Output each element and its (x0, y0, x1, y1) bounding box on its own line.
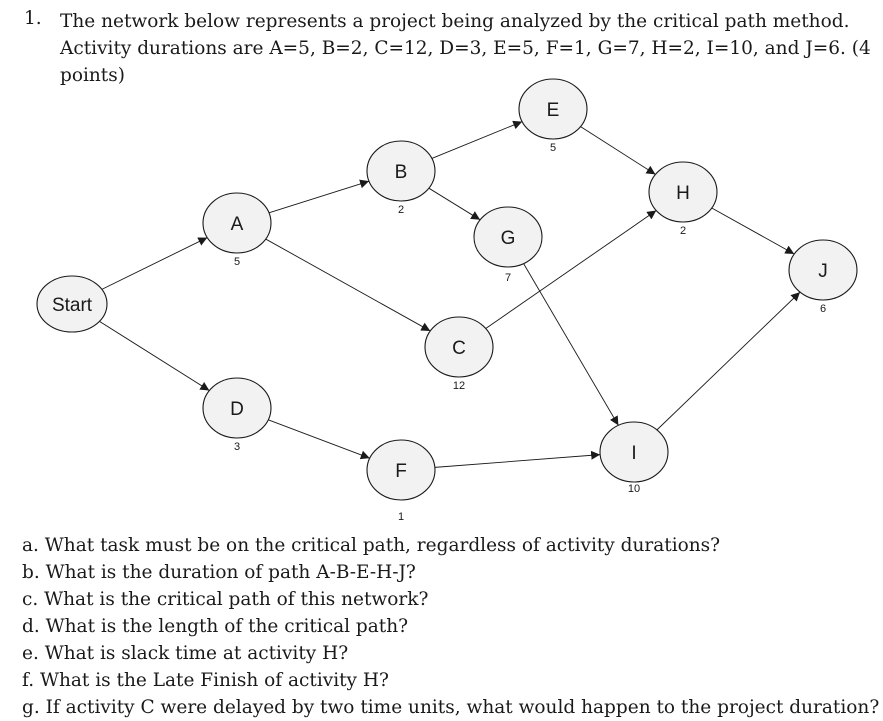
node-start: Start (36, 275, 108, 333)
node-g-label: G (501, 228, 516, 249)
node-j-label: J (818, 261, 828, 282)
edge-C-H (485, 210, 657, 329)
edge-B-G (428, 187, 481, 221)
edge-A-C (265, 238, 431, 332)
node-start-circle (36, 275, 108, 333)
question-g: g. If activity C were delayed by two tim… (22, 697, 880, 718)
node-j-duration: 6 (820, 303, 826, 315)
question-b: b. What is the duration of path A-B-E-H-… (22, 562, 416, 583)
question-f: f. What is the Late Finish of activity H… (22, 670, 389, 691)
node-b: B2 (366, 140, 436, 216)
edge-D-F (268, 419, 370, 460)
node-i-label: I (631, 443, 636, 464)
node-e-circle (518, 78, 588, 140)
node-j: J6 (788, 239, 858, 315)
node-c-duration: 12 (453, 380, 465, 392)
edge-start-A (101, 237, 208, 290)
node-c: C 12 (424, 316, 494, 392)
node-a-duration: 5 (234, 256, 240, 268)
node-i-duration: 10 (628, 483, 640, 495)
questions-list: a. What task must be on the critical pat… (22, 532, 879, 721)
question-e: e. What is slack time at activity H? (22, 643, 349, 664)
node-e-duration: 5 (550, 142, 556, 154)
node-start-label: Start (52, 295, 93, 316)
edge-B-E (431, 120, 523, 159)
edge-G-I (523, 263, 619, 426)
node-g-circle (473, 206, 543, 268)
edge-H-J (711, 207, 795, 255)
node-d-duration: 3 (234, 441, 240, 453)
edges-layer (99, 120, 801, 468)
node-d-circle (202, 377, 272, 439)
node-f-duration: 1 (398, 511, 404, 523)
node-a: A5 (202, 192, 272, 268)
node-f-circle (366, 439, 436, 501)
node-h-circle (648, 161, 718, 223)
node-b-duration: 2 (398, 204, 404, 216)
node-b-label: B (395, 162, 408, 183)
node-a-circle (202, 192, 272, 254)
question-c: c. What is the critical path of this net… (22, 589, 429, 610)
node-c-circle (424, 316, 494, 378)
node-d-label: D (230, 399, 244, 420)
node-i-circle (599, 421, 669, 483)
node-e: E5 (518, 78, 588, 154)
node-b-circle (366, 140, 436, 202)
question-a: a. What task must be on the critical pat… (22, 535, 721, 556)
edge-E-H (580, 126, 656, 175)
edge-A-B (268, 179, 370, 214)
edge-F-I (434, 450, 601, 468)
node-a-label: A (231, 214, 244, 235)
node-c-label: C (452, 338, 466, 359)
question-number: 1. (24, 8, 42, 29)
node-h-label: H (676, 183, 690, 204)
node-g: G7 (473, 206, 543, 284)
node-h: H2 (648, 161, 718, 237)
node-f: F1 (366, 439, 436, 523)
node-f-label: F (395, 461, 407, 482)
node-d: D3 (202, 377, 272, 453)
node-e-label: E (547, 100, 560, 121)
node-h-duration: 2 (680, 225, 686, 237)
edge-start-D (99, 320, 210, 391)
edge-I-J (656, 291, 801, 431)
node-i: I 10 (599, 421, 669, 495)
question-d: d. What is the length of the critical pa… (22, 616, 409, 637)
node-g-duration: 7 (505, 272, 511, 284)
node-j-circle (788, 239, 858, 301)
question-text: The network below represents a project b… (60, 11, 871, 86)
